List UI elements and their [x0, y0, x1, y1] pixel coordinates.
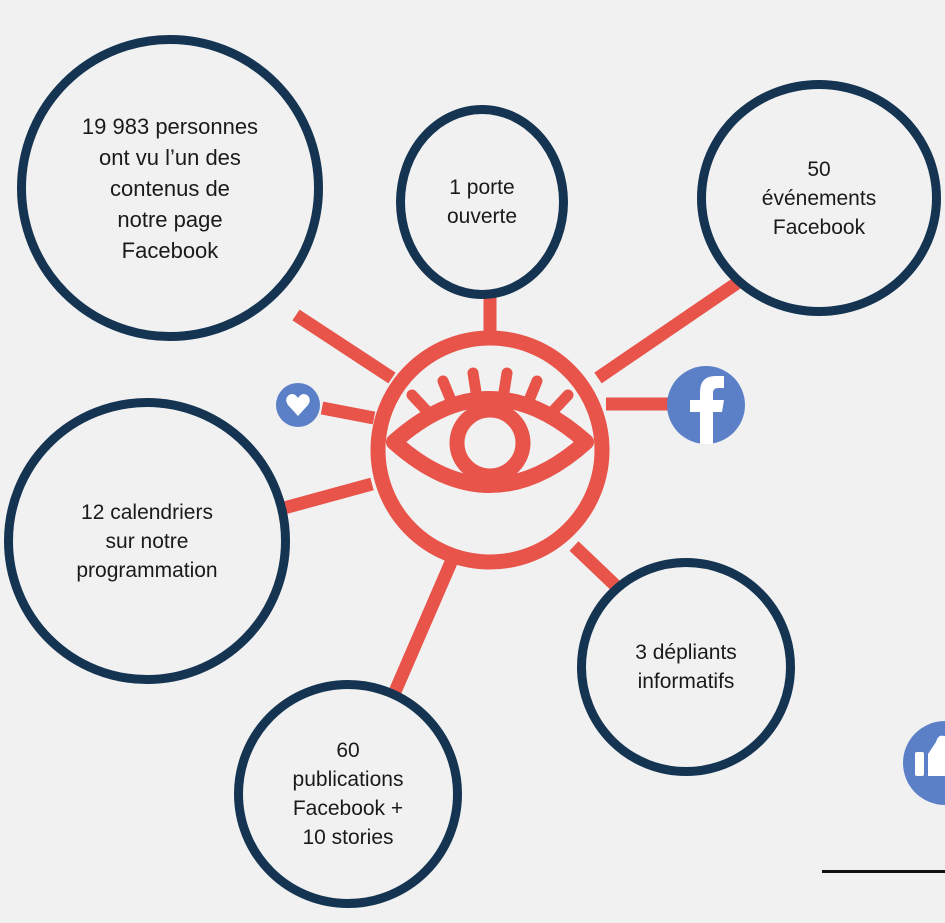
heart-icon [276, 383, 320, 427]
bubble-open-house: 1 porte ouverte [396, 105, 568, 299]
bubble-publications: 60 publications Facebook + 10 stories [234, 680, 462, 908]
bubble-facebook-events-line-3: Facebook [772, 215, 866, 239]
decorative-underline [822, 870, 945, 873]
bubble-page-views: 19 983 personnes ont vu l’un des contenu… [17, 35, 323, 341]
bubble-publications-line-1: 60 [336, 739, 360, 762]
bubble-publications-line-4: 10 stories [302, 826, 394, 849]
bubble-publications-line-3: Facebook + [292, 797, 404, 820]
bubble-open-house-line-2: ouverte [446, 205, 518, 228]
bubble-facebook-events: 50 événements Facebook [697, 80, 941, 316]
bubble-leaflets-line-1: 3 dépliants [635, 641, 737, 664]
bubble-open-house-line-1: 1 porte [449, 176, 515, 199]
bubble-facebook-events-line-1: 50 [807, 157, 831, 181]
bubble-calendars-line-1: 12 calendriers [81, 500, 213, 524]
connector-bottom [388, 557, 458, 697]
bubble-leaflets-line-2: informatifs [637, 670, 735, 693]
bubble-page-views-line-5: Facebook [121, 237, 219, 263]
bubble-page-views-line-2: ont vu l’un des [99, 144, 241, 170]
connector-bottom-right [569, 541, 623, 593]
bubble-calendars: 12 calendriers sur notre programmation [4, 398, 290, 684]
facebook-icon [667, 366, 745, 444]
connector-left [282, 477, 374, 515]
thumbs-up-icon [903, 721, 945, 805]
connector-top-right [594, 275, 744, 384]
eye-icon [386, 367, 594, 493]
bubble-publications-line-2: publications [292, 768, 404, 791]
bubble-page-views-line-3: contenus de [110, 175, 230, 201]
bubble-facebook-events-line-2: événements [761, 186, 877, 210]
connector-top-left [292, 309, 396, 384]
bubble-page-views-line-4: notre page [117, 206, 223, 232]
connector-heart [320, 401, 376, 425]
center-ring [370, 330, 610, 570]
bubble-calendars-line-2: sur notre [105, 529, 189, 553]
bubble-calendars-line-3: programmation [76, 558, 218, 582]
bubble-leaflets: 3 dépliants informatifs [577, 558, 795, 776]
bubble-page-views-line-1: 19 983 personnes [81, 113, 259, 139]
